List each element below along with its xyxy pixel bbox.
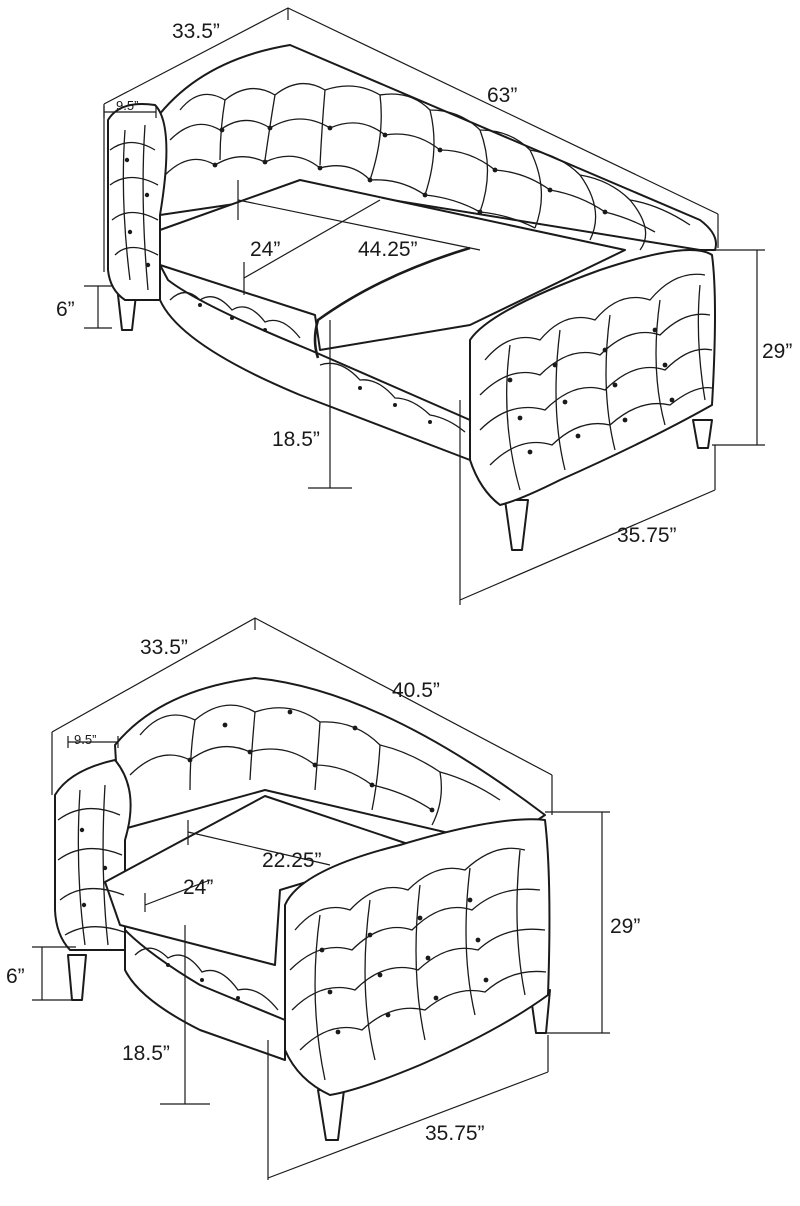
sofa-depth-label: 33.5”	[172, 20, 220, 43]
chair-leg	[317, 1089, 345, 1141]
sofa-arm-width-label: 9.5”	[116, 98, 138, 113]
chair-height-label: 29”	[610, 915, 640, 938]
chair-seat-depth-label: 24”	[183, 876, 213, 899]
sofa-seat-seam	[313, 246, 471, 359]
sofa-drawing	[84, 7, 765, 605]
chair-back-tufting	[129, 704, 501, 826]
sofa-tuft-buttons	[212, 125, 608, 215]
sofa-base-tufting	[169, 291, 466, 433]
chair-depth-label: 33.5”	[140, 636, 188, 659]
chair-seat-width-label: 22.25”	[262, 849, 322, 872]
chair-back	[114, 677, 546, 846]
sofa-seat	[159, 179, 626, 351]
sofa-right-arm	[469, 249, 716, 506]
chair-arm-width-label: 9.5”	[74, 732, 96, 747]
sofa-dimension-lines	[84, 7, 765, 605]
chair-dimension-lines	[32, 617, 610, 1180]
chair-width-label: 40.5”	[392, 679, 440, 702]
sofa-leg-height-label: 6”	[56, 298, 75, 321]
chair-right-arm	[284, 818, 551, 1096]
sofa-seat-height-label: 18.5”	[272, 428, 320, 451]
sofa-leg	[692, 419, 713, 449]
sofa-left-arm-tufting	[109, 124, 159, 291]
chair-left-arm-tufting	[57, 784, 125, 946]
chair-leg	[67, 954, 87, 1001]
sofa-arm-length-label: 35.75”	[617, 524, 677, 547]
chair-seat	[104, 795, 421, 966]
sofa-seat-depth-label: 24”	[250, 238, 280, 261]
chair-arm-length-label: 35.75”	[425, 1122, 485, 1145]
chair-labels: 33.5” 9.5” 40.5” 22.25” 24” 6” 29” 18.5”…	[6, 636, 640, 1145]
sofa-height-label: 29”	[762, 340, 792, 363]
sofa-back-tufting	[164, 83, 691, 251]
chair-base-tufting	[134, 947, 279, 1011]
chair-leg-height-label: 6”	[6, 965, 25, 988]
sofa-labels: 33.5” 9.5” 63” 24” 44.25” 6” 29” 18.5” 3…	[56, 20, 792, 547]
sofa-right-arm-tufting	[479, 273, 713, 491]
chair-drawing	[32, 617, 610, 1180]
sofa-seat-width-label: 44.25”	[358, 238, 418, 261]
chair-seat-height-label: 18.5”	[122, 1042, 170, 1065]
chair-right-arm-tufting	[289, 847, 547, 1081]
sofa-width-label: 63”	[487, 84, 517, 107]
sofa-left-arm	[107, 103, 168, 301]
sofa-leg	[504, 499, 529, 551]
